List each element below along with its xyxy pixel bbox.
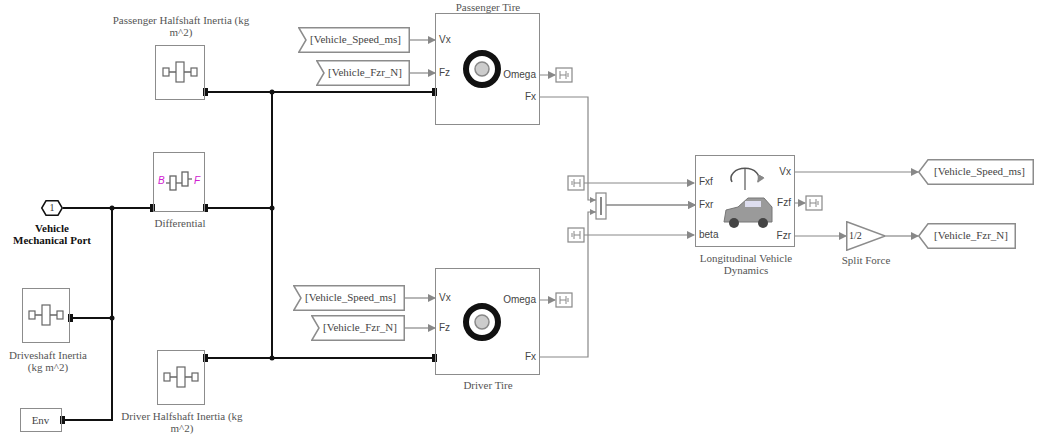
tire-block: Driver TireVxFzOmegaFx bbox=[435, 268, 540, 375]
inertia-block: Driveshaft Inertia (kg m^2) bbox=[22, 288, 70, 343]
block-label: Driveshaft Inertia (kg m^2) bbox=[3, 349, 93, 373]
physical-connection bbox=[205, 208, 272, 358]
tire-block: Passenger TireVxFzOmegaFx bbox=[435, 13, 540, 125]
block-text: [Vehicle_Fzr_N] bbox=[323, 321, 397, 333]
block-text: [Vehicle_Speed_ms] bbox=[310, 33, 401, 45]
from-tag: [Vehicle_Speed_ms] bbox=[298, 27, 410, 53]
block-label: Differential bbox=[138, 217, 222, 229]
physical-connection bbox=[205, 92, 435, 208]
signal-line bbox=[405, 297, 435, 298]
signal-line bbox=[540, 205, 695, 357]
signal-line bbox=[886, 235, 918, 236]
block-label: Driver Halfshaft Inertia (kg m^2) bbox=[117, 410, 247, 434]
block-label: Split Force bbox=[831, 254, 901, 266]
car-icon bbox=[724, 168, 772, 228]
inport-block: 1Vehicle Mechanical Port bbox=[41, 200, 63, 216]
physical-port bbox=[60, 88, 437, 424]
ground-block bbox=[568, 176, 694, 242]
signal-line bbox=[540, 97, 695, 205]
signal-line bbox=[795, 235, 846, 236]
port-label: Fz bbox=[439, 322, 450, 334]
from-tag: [Vehicle_Speed_ms] bbox=[293, 285, 405, 311]
block-text: [Vehicle_Fzr_N] bbox=[934, 229, 1008, 241]
port-label: Env bbox=[21, 414, 60, 426]
differential-block: DifferentialBF bbox=[153, 152, 205, 212]
signal-line bbox=[795, 171, 918, 172]
port-label: Omega bbox=[503, 294, 536, 306]
terminator bbox=[540, 68, 822, 307]
signal-line bbox=[410, 39, 435, 40]
port-label: Fxr bbox=[699, 199, 713, 211]
block-text: 1/2 bbox=[849, 230, 862, 241]
block-text: 1 bbox=[41, 202, 63, 213]
block-text: [Vehicle_Speed_ms] bbox=[305, 291, 396, 303]
block-label: Passenger Tire bbox=[428, 1, 548, 13]
block-label: Driver Tire bbox=[428, 379, 548, 391]
from-tag: [Vehicle_Fzr_N] bbox=[316, 60, 410, 86]
block-text: [Vehicle_Speed_ms] bbox=[934, 165, 1025, 177]
physical-connection bbox=[205, 208, 435, 358]
port-label: Vx bbox=[439, 292, 451, 304]
port-label: Fzf bbox=[777, 197, 791, 209]
mux-block bbox=[590, 193, 606, 219]
port-label: Omega bbox=[503, 69, 536, 81]
inertia-block: Passenger Halfshaft Inertia (kg m^2) bbox=[155, 45, 205, 100]
differential-symbol bbox=[166, 172, 192, 190]
port-label: Fz bbox=[439, 67, 450, 79]
inertia-block: Driver Halfshaft Inertia (kg m^2) bbox=[157, 350, 205, 405]
tire-icon bbox=[466, 53, 498, 338]
env-block: Env bbox=[20, 408, 62, 432]
from-tag: [Vehicle_Fzr_N] bbox=[311, 315, 405, 341]
physical-connection bbox=[205, 92, 272, 208]
port-label: Fx bbox=[525, 91, 536, 103]
block-label: Longitudinal Vehicle Dynamics bbox=[691, 252, 801, 276]
port-label: beta bbox=[699, 229, 718, 241]
signal-line bbox=[405, 327, 435, 328]
port-label: B bbox=[158, 175, 165, 187]
gain-block: 1/2Split Force bbox=[846, 221, 886, 251]
goto-tag: [Vehicle_Speed_ms] bbox=[918, 159, 1034, 185]
physical-connection bbox=[63, 208, 112, 318]
port-label: Vx bbox=[439, 34, 451, 46]
block-text: [Vehicle_Fzr_N] bbox=[328, 66, 402, 78]
block-label: Passenger Halfshaft Inertia (kg m^2) bbox=[101, 14, 261, 38]
port-label: F bbox=[194, 175, 200, 187]
port-label: Fxf bbox=[699, 176, 713, 188]
port-label: Vx bbox=[779, 166, 791, 178]
block-label: Vehicle Mechanical Port bbox=[7, 222, 97, 246]
port-label: Fzr bbox=[777, 230, 791, 242]
signal-line bbox=[410, 72, 435, 73]
vehicle-dynamics-block: Longitudinal Vehicle DynamicsFxfFxrbetaV… bbox=[695, 155, 795, 247]
goto-tag: [Vehicle_Fzr_N] bbox=[918, 223, 1016, 249]
port-label: Fx bbox=[525, 351, 536, 363]
